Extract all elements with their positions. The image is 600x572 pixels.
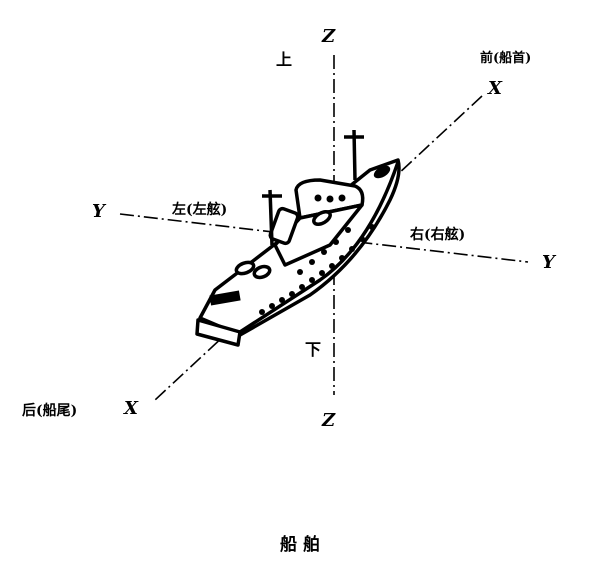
starboard-label: 右(右舷) [410, 227, 466, 243]
x-axis-back-label: X [124, 398, 138, 419]
y-axis-right-label: Y [542, 252, 555, 273]
up-label: 上 [276, 50, 293, 69]
ship-icon [195, 129, 401, 347]
x-axis-front-label: X [488, 78, 502, 99]
bow-label: 前(船首) [480, 51, 532, 66]
z-axis-bottom-label: Z [322, 410, 336, 431]
caption: 船舶 [280, 535, 326, 555]
z-axis-top-label: Z [322, 26, 336, 47]
stern-label: 后(船尾) [22, 403, 78, 419]
port-label: 左(左舷) [172, 202, 228, 218]
y-axis-left-label: Y [92, 201, 105, 222]
down-label: 下 [305, 340, 322, 359]
